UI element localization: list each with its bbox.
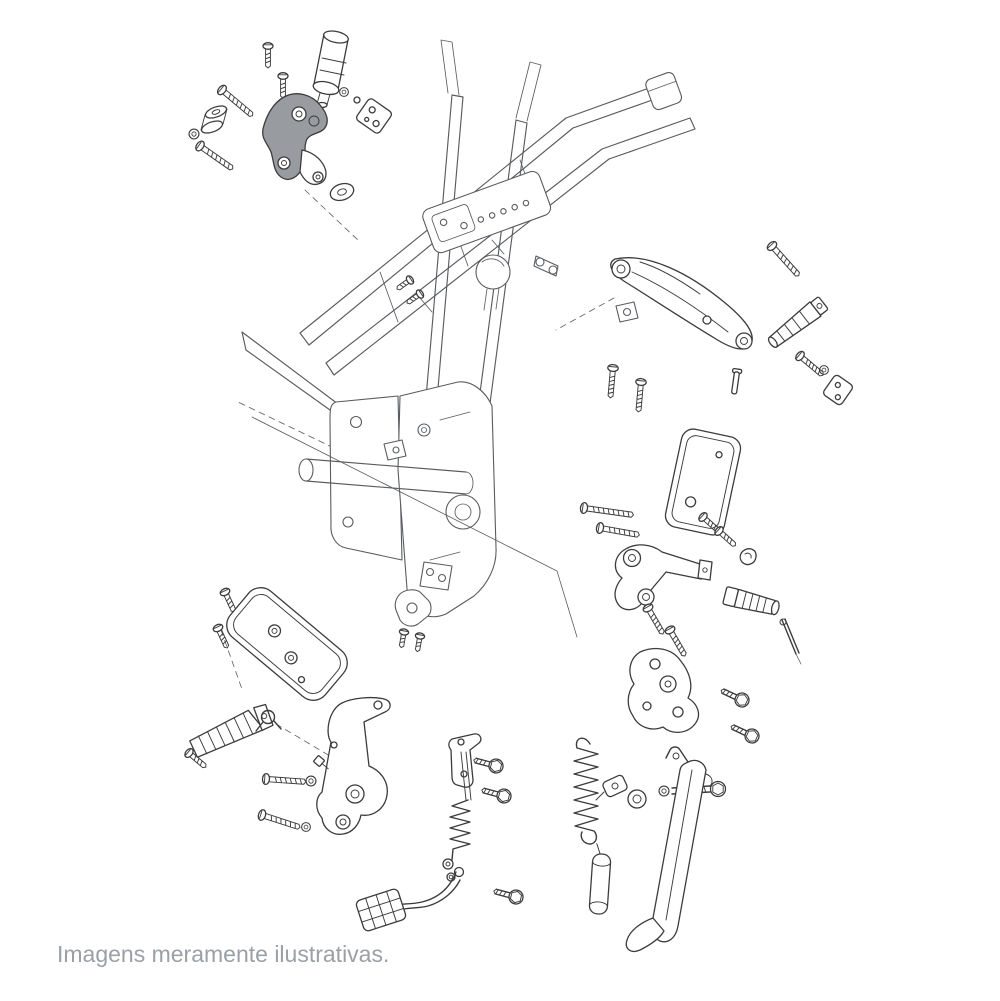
frame-bolt-icon (412, 631, 426, 654)
hex-bolt-icon (479, 782, 514, 806)
hex-bolt-icon (491, 883, 526, 907)
screw-icon (256, 808, 303, 834)
leader-lines (220, 189, 615, 757)
screw-icon (579, 501, 635, 521)
screw-icon (793, 349, 827, 380)
washer-icon (301, 822, 311, 832)
washer-icon (339, 87, 349, 97)
frame-bolt-icon (396, 627, 410, 650)
rider-footrest-left-group (182, 586, 348, 772)
frame-bolt-icon (393, 273, 416, 294)
screw-icon (261, 772, 307, 788)
gearshift-lever-group (188, 30, 393, 202)
screw-icon (594, 521, 641, 541)
frame-assembly (237, 39, 696, 654)
hex-bolt-icon (709, 780, 727, 798)
screw-icon (632, 377, 648, 413)
washer-icon (305, 775, 317, 787)
hex-bolt-icon (471, 752, 506, 776)
screw-icon (764, 239, 804, 280)
rider-footrest-right-group (579, 428, 802, 665)
hex-bolt-icon (717, 683, 753, 711)
washer-icon (188, 128, 200, 140)
frame-bolt-icon (403, 287, 426, 308)
bolt-icon (313, 755, 329, 770)
side-stand-group (573, 647, 763, 953)
passenger-footrest-right-group (604, 239, 853, 413)
screw-icon (262, 42, 274, 69)
screw-icon (712, 524, 740, 551)
screw-icon (193, 138, 237, 175)
screw-icon (604, 363, 620, 399)
pin-icon (731, 367, 743, 395)
brake-pedal-group (355, 733, 526, 932)
screw-icon (641, 601, 669, 638)
gearshift-bracket-group (256, 696, 391, 835)
hex-bolt-icon (727, 719, 763, 747)
washer-icon (658, 785, 670, 797)
screw-icon (277, 72, 289, 99)
caption: Imagens meramente ilustrativas. (57, 941, 390, 967)
